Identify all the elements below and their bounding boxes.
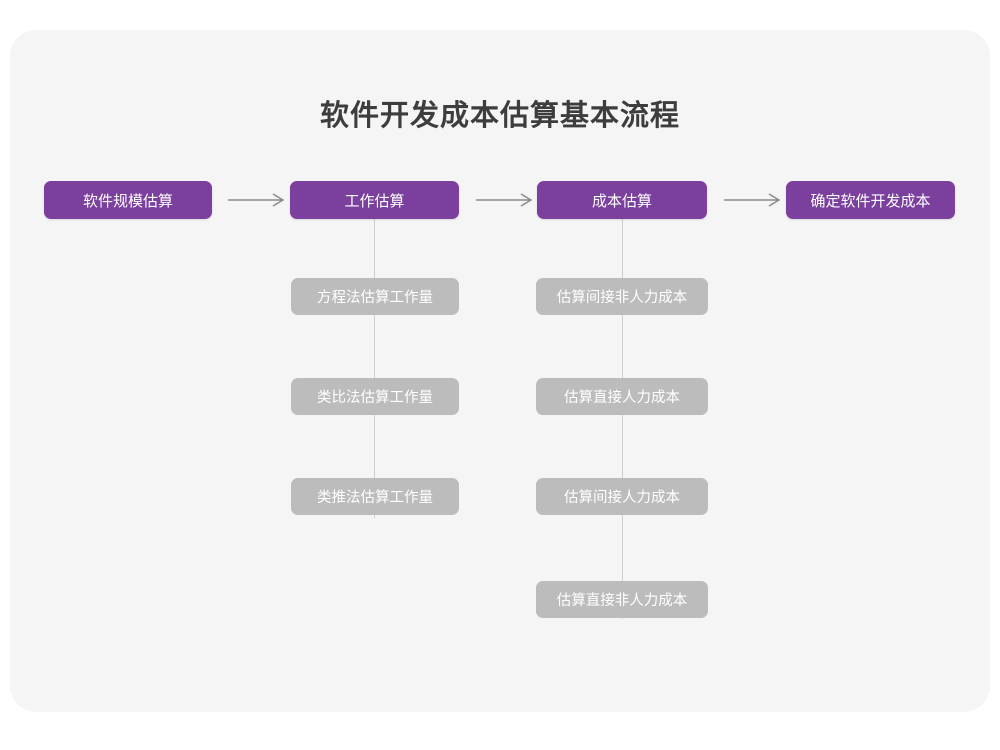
arrow-stage-3-to-stage-4 — [724, 191, 786, 209]
connector-stage-2-column — [374, 219, 375, 518]
connector-stage-3-column — [622, 219, 623, 619]
sub-box-indirect-labor-cost[interactable]: 估算间接人力成本 — [536, 478, 708, 515]
arrow-stage-1-to-stage-2 — [228, 191, 290, 209]
stage-box-cost-estimation[interactable]: 成本估算 — [537, 181, 707, 219]
sub-box-equation-method-workload[interactable]: 方程法估算工作量 — [291, 278, 459, 315]
stage-box-software-scale-estimation[interactable]: 软件规模估算 — [44, 181, 212, 219]
diagram-canvas — [10, 30, 990, 712]
sub-box-inference-method-workload[interactable]: 类推法估算工作量 — [291, 478, 459, 515]
sub-box-analogy-method-workload[interactable]: 类比法估算工作量 — [291, 378, 459, 415]
sub-box-direct-labor-cost[interactable]: 估算直接人力成本 — [536, 378, 708, 415]
stage-box-determine-development-cost[interactable]: 确定软件开发成本 — [786, 181, 955, 219]
arrow-stage-2-to-stage-3 — [476, 191, 538, 209]
stage-box-work-estimation[interactable]: 工作估算 — [290, 181, 459, 219]
sub-box-direct-non-labor-cost[interactable]: 估算直接非人力成本 — [536, 581, 708, 618]
page-title: 软件开发成本估算基本流程 — [319, 100, 680, 132]
sub-box-indirect-non-labor-cost[interactable]: 估算间接非人力成本 — [536, 278, 708, 315]
